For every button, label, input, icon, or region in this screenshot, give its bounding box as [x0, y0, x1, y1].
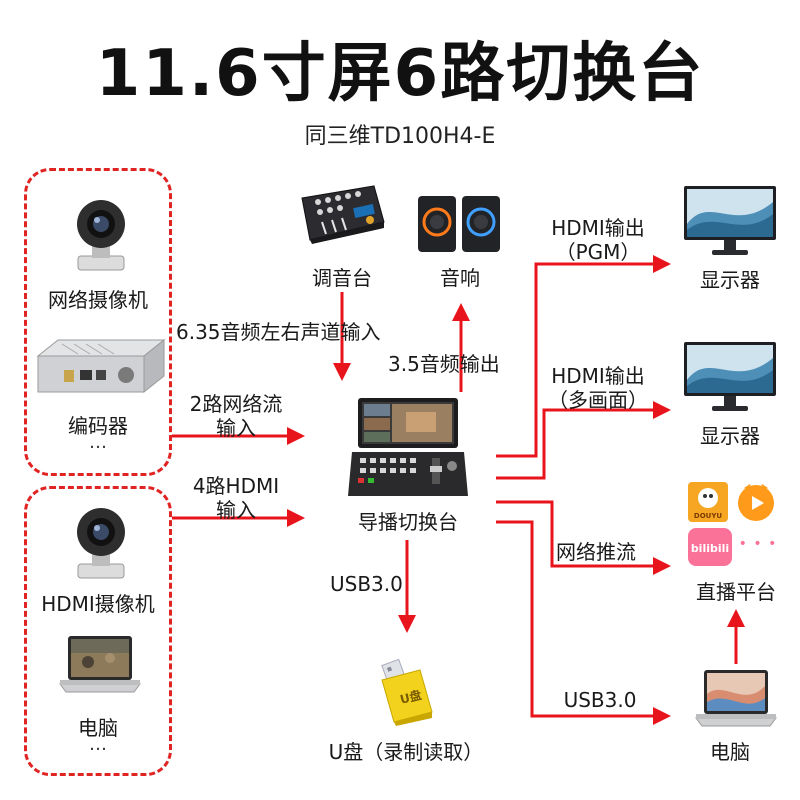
hdmi-out2-line1: HDMI输出	[551, 364, 645, 388]
usb-disk-label: USB3.0	[330, 572, 403, 596]
ip-camera-label: 网络摄像机	[48, 288, 148, 312]
input-pc-label: 电脑	[78, 716, 118, 740]
monitor-icon	[684, 342, 776, 411]
douyu-icon: DOUYU	[688, 482, 728, 522]
page-title: 11.6寸屏6路切换台	[95, 37, 705, 111]
usb-pc-label: USB3.0	[563, 688, 637, 712]
output-pc-label: 电脑	[710, 740, 750, 764]
monitor-icon	[684, 186, 776, 255]
hdmi-input-label-line1: 4路HDMI	[192, 474, 280, 498]
ptz-camera-icon	[77, 508, 125, 579]
encoder-box-icon	[36, 338, 166, 394]
monitor1-label: 显示器	[700, 268, 760, 292]
audio-in-label: 6.35音频左右声道输入	[176, 320, 381, 344]
speaker-icon	[418, 196, 500, 252]
hdmi-out1-line1: HDMI输出	[551, 216, 645, 240]
live-platform-label: 直播平台	[696, 580, 776, 604]
hdmi-input-label-line2: 输入	[216, 498, 256, 522]
usb-drive-icon: U盘	[381, 658, 433, 726]
hdmi-out2-line2: （多画面）	[548, 388, 648, 412]
huya-icon	[738, 484, 774, 521]
ptz-camera-icon	[77, 200, 125, 271]
monitor2-label: 显示器	[700, 424, 760, 448]
net-input-label-line1: 2路网络流	[189, 392, 283, 416]
switcher-label: 导播切换台	[358, 510, 458, 534]
douyu-text: DOUYU	[694, 512, 723, 520]
bilibili-text: bilibili	[691, 542, 729, 555]
hdmi-out1-line2: （PGM）	[555, 240, 641, 264]
audio-out-label: 3.5音频输出	[388, 352, 500, 376]
bilibili-icon: bilibili	[688, 528, 732, 566]
usb-pc-arrow	[496, 520, 671, 725]
laptop-icon	[59, 636, 141, 693]
encoder-more-ellipsis: …	[89, 432, 107, 453]
encoder-label: 编码器	[68, 414, 128, 438]
network-inputs-group	[24, 168, 172, 476]
net-input-label-line2: 输入	[216, 416, 256, 440]
udisk-label: U盘（录制读取）	[328, 740, 484, 764]
hdmi-inputs-group	[24, 486, 172, 776]
mixer-label: 调音台	[312, 266, 372, 290]
model-subtitle: 同三维TD100H4-E	[304, 124, 496, 149]
stream-label: 网络推流	[556, 540, 636, 564]
hdmi-pgm-arrow	[496, 255, 671, 458]
hdmi-multiview-arrow	[496, 401, 671, 480]
speaker-label: 音响	[440, 266, 480, 290]
stream-arrow	[496, 500, 671, 575]
laptop-icon	[695, 670, 777, 727]
pc-more-ellipsis: …	[89, 734, 107, 755]
switcher-icon	[348, 398, 468, 496]
more-platforms-dots: • • •	[738, 536, 778, 552]
audio-mixer-icon	[301, 185, 385, 244]
usb-drive-badge: U盘	[398, 687, 423, 707]
hdmi-camera-label: HDMI摄像机	[41, 592, 155, 616]
